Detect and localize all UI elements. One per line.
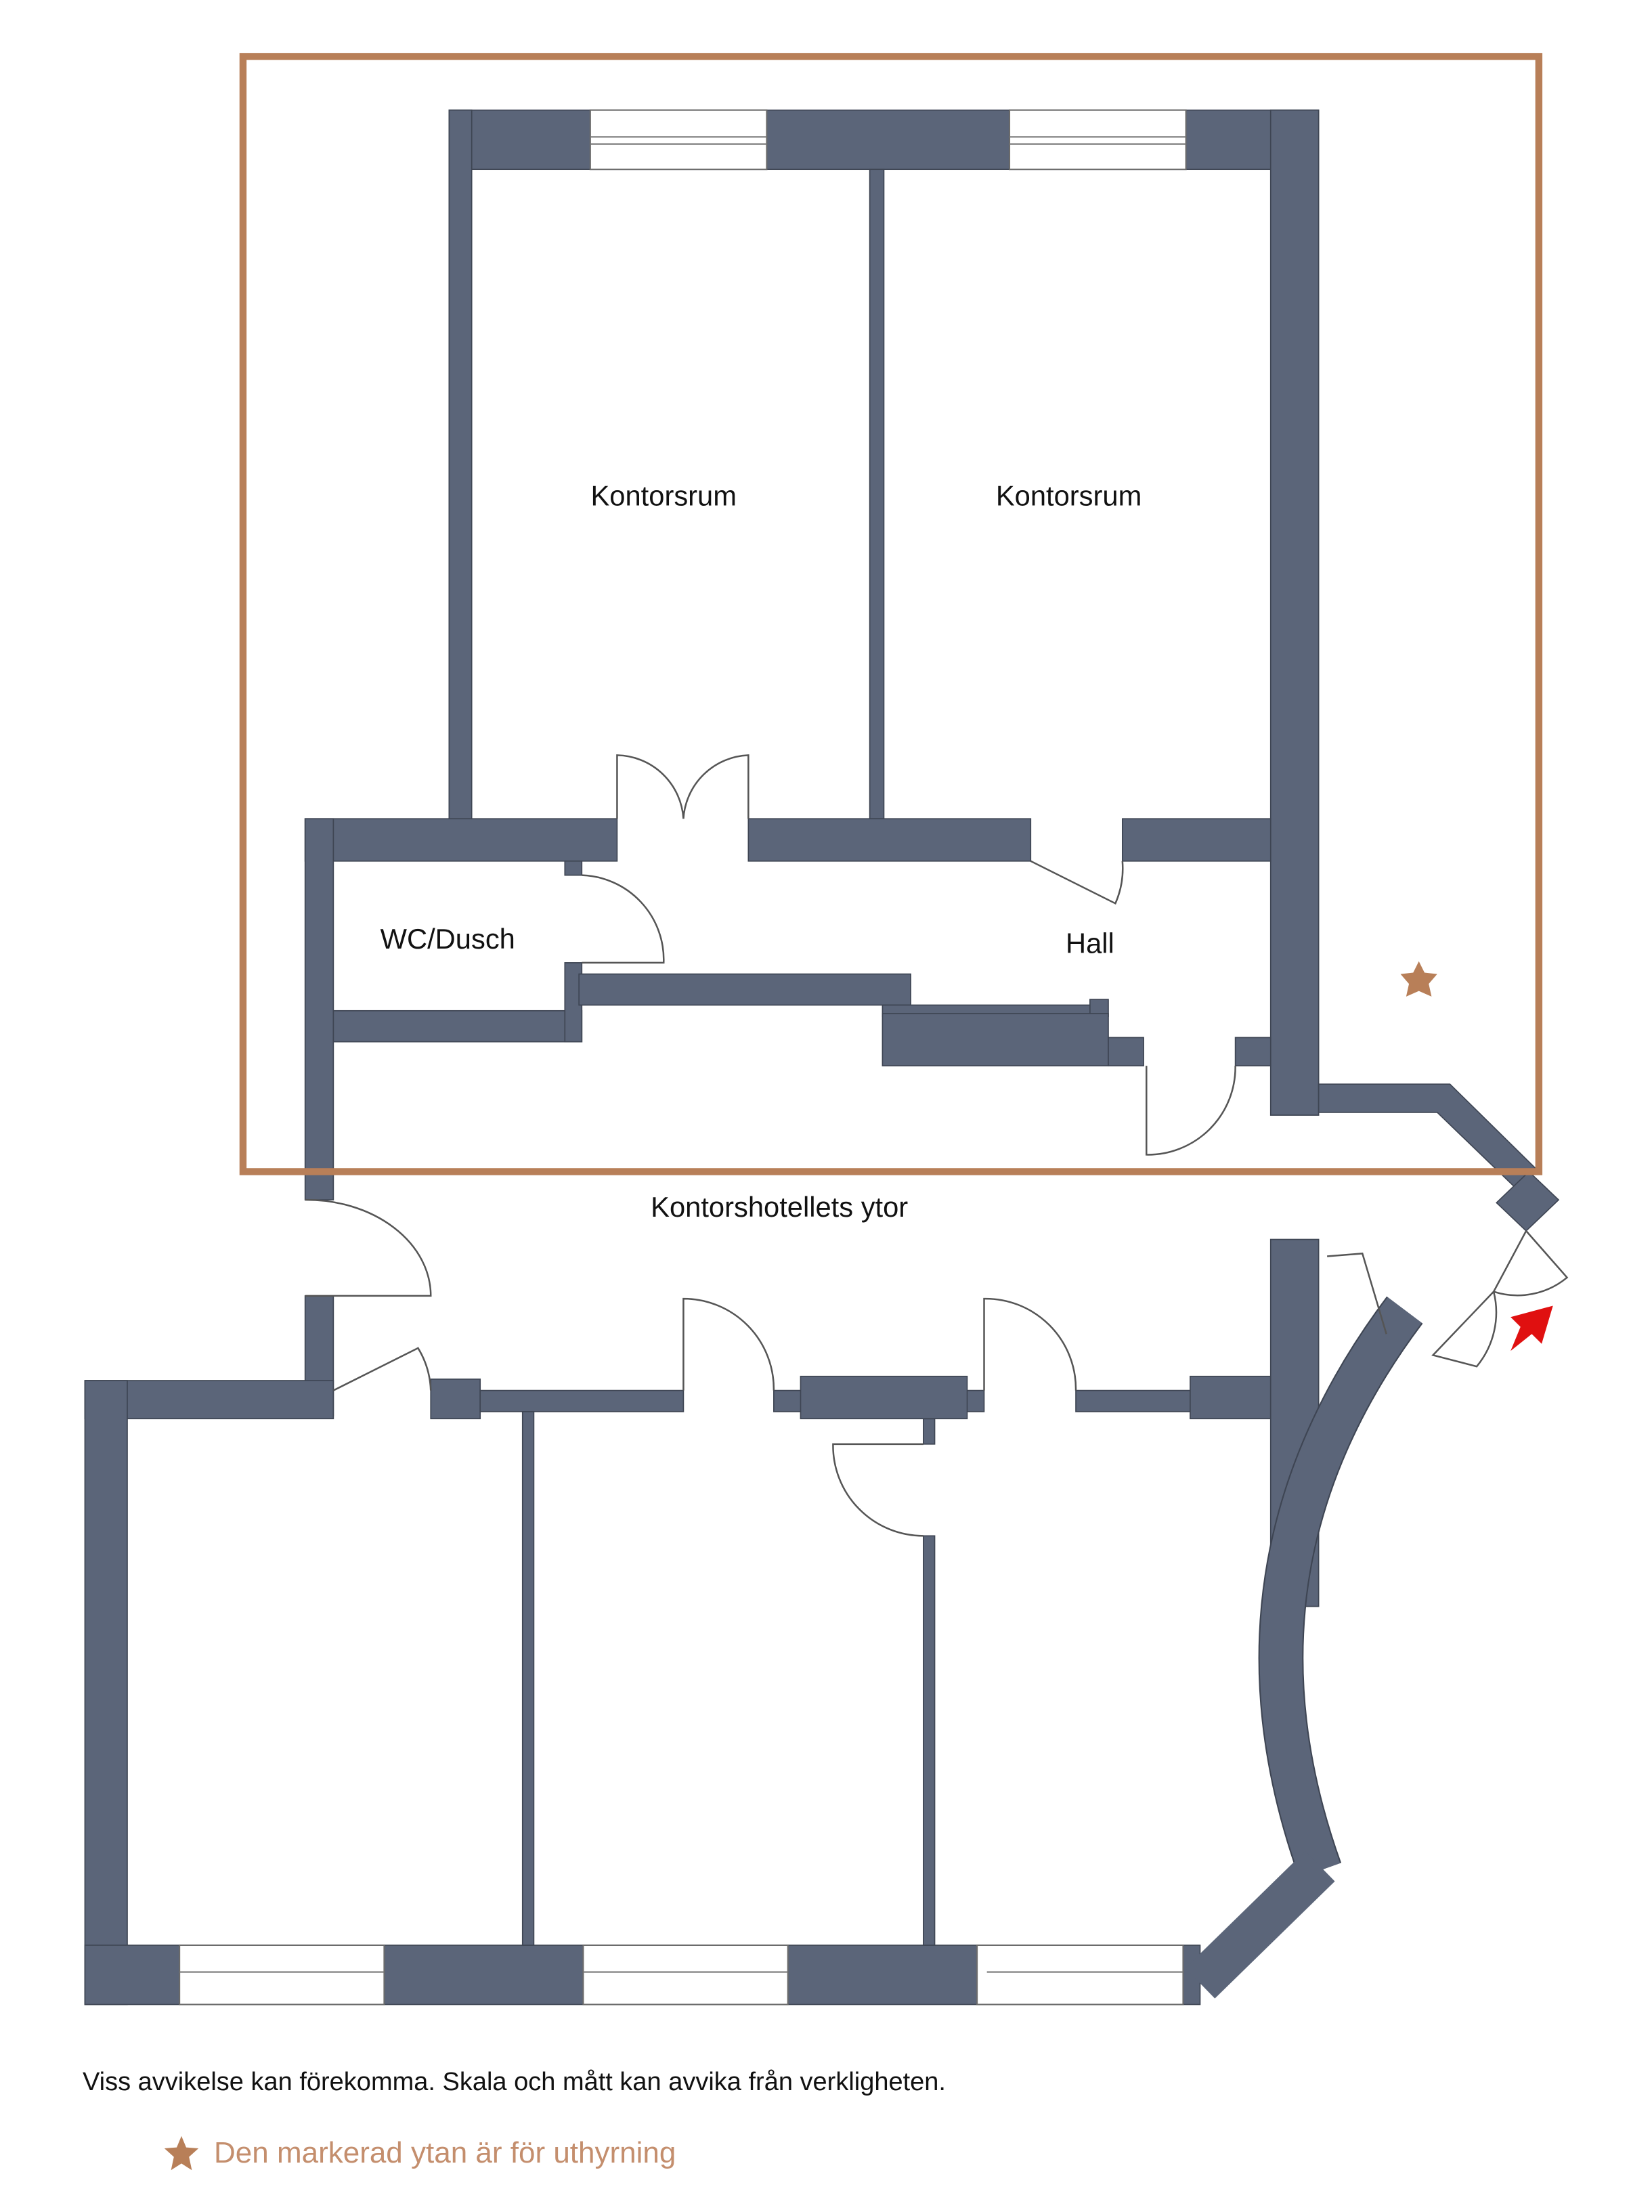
disclaimer-text: Viss avvikelse kan förekomma. Skala och … [83, 2068, 946, 2096]
room-label-hall: Hall [1066, 927, 1114, 959]
walls-top [304, 109, 1560, 1232]
rental-area-highlight [239, 53, 1543, 1175]
room-label-office-left: Kontorsrum [591, 479, 737, 511]
arrow-icon [1510, 1305, 1553, 1351]
room-label-wc: WC/Dusch [381, 923, 515, 955]
legend-text: Den markerad ytan är för uthyrning [214, 2136, 676, 2169]
legend: Den markerad ytan är för uthyrning [162, 2134, 676, 2172]
walls-bottom [84, 1238, 1423, 2005]
room-label-office-right: Kontorsrum [996, 479, 1142, 511]
star-icon [164, 2135, 199, 2171]
doors [305, 754, 1569, 1537]
room-label-common-area: Kontorshotellets ytor [651, 1191, 908, 1223]
star-icon [1400, 961, 1437, 997]
